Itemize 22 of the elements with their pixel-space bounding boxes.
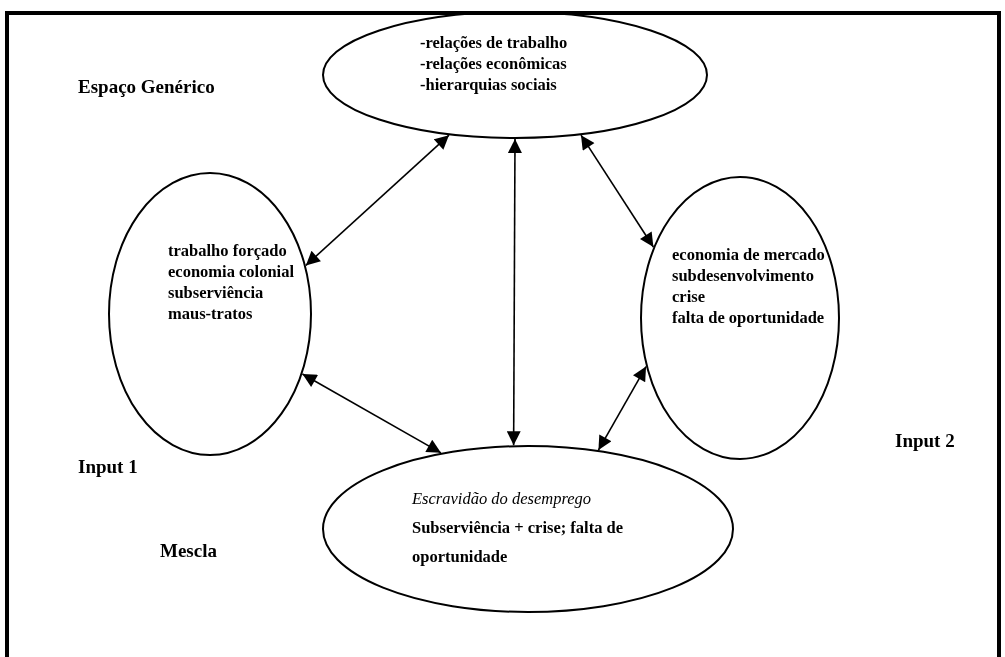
double-arrow <box>580 134 655 248</box>
ellipse-text: subdesenvolvimento <box>672 265 816 286</box>
double-arrow <box>506 138 522 446</box>
space-label: Input 2 <box>895 430 955 452</box>
ellipse-text: -hierarquias sociais <box>420 74 558 95</box>
space-label: Input 1 <box>78 456 138 478</box>
double-arrow <box>301 373 442 454</box>
ellipse-text: crise <box>672 286 706 307</box>
ellipse-text: trabalho forçado <box>168 240 288 261</box>
space-label: Mescla <box>160 540 217 562</box>
double-arrow <box>597 365 647 451</box>
space-label: Espaço Genérico <box>78 76 215 98</box>
ellipse-text: economia colonial <box>168 261 296 282</box>
ellipse-text: -relações econômicas <box>420 53 568 74</box>
ellipse-text: subserviência <box>168 282 265 303</box>
double-arrow <box>305 134 450 267</box>
ellipse-text: maus-tratos <box>168 303 254 324</box>
ellipse-text: -relações de trabalho <box>420 32 569 53</box>
ellipse-text: economia de mercado <box>672 244 826 265</box>
ellipse-text: Subserviência + crise; falta de oportunidade <box>412 517 625 568</box>
ellipse-text: falta de oportunidade <box>672 307 826 328</box>
ellipse-text: Escravidão do desemprego <box>412 488 593 510</box>
